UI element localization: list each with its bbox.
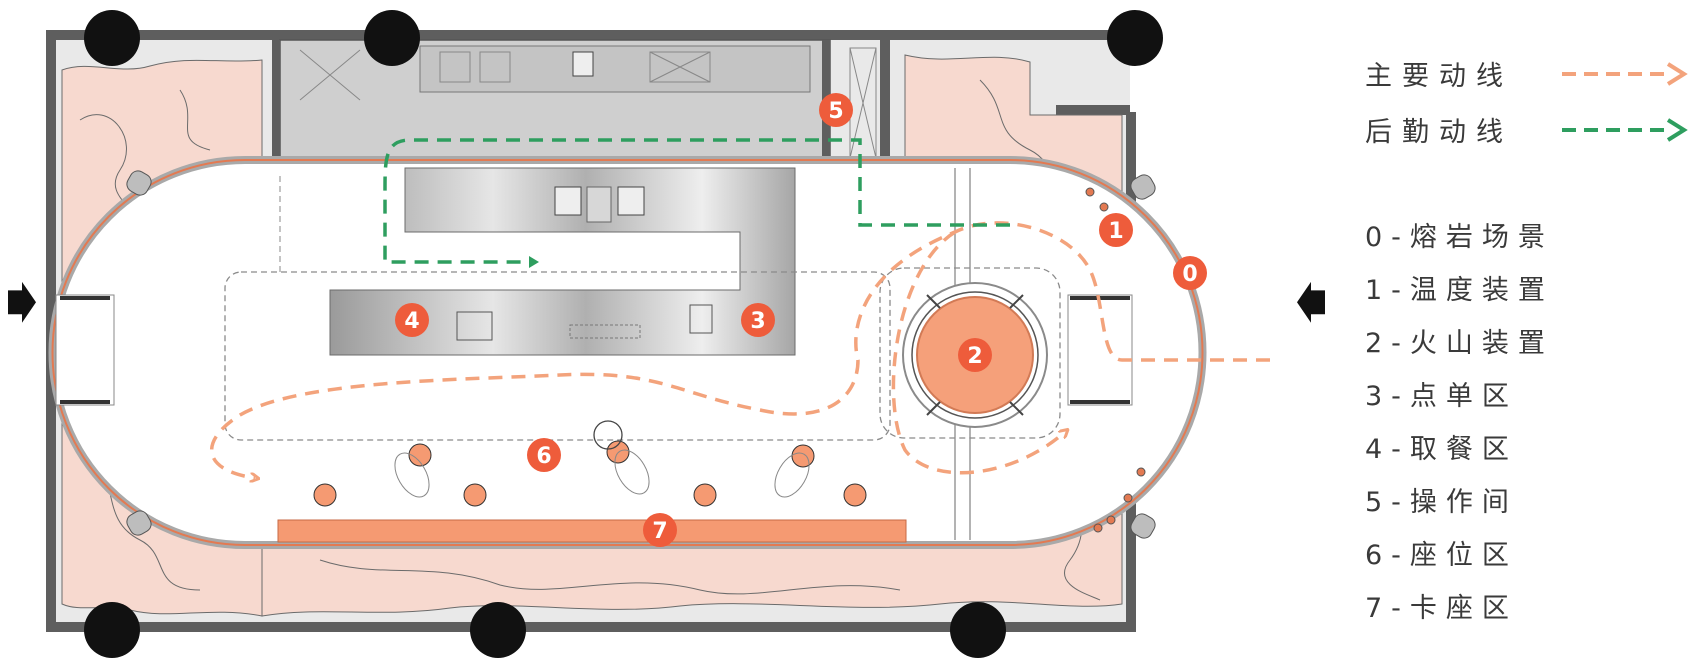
- entrance-arrow-icon: [8, 281, 36, 323]
- badge-3-label: 3: [750, 309, 765, 334]
- logistics-route-path: [383, 138, 1010, 268]
- legend-logistics-route-label: 后勤动线: [1365, 117, 1513, 148]
- entrance-corridor-east: [1067, 294, 1133, 406]
- entrance-corridor-west: [55, 294, 115, 406]
- logistics-route-arrow-icon: [1562, 118, 1688, 142]
- order-counter: [329, 167, 796, 356]
- badge-5-label: 5: [828, 99, 843, 124]
- badge-7: 7: [643, 513, 677, 547]
- north-wall: [46, 30, 1136, 40]
- seating-area: [313, 420, 867, 507]
- badge-0: 0: [1173, 256, 1207, 290]
- kitchen-counter: [419, 45, 811, 93]
- legend-main-route-label: 主要动线: [1365, 61, 1513, 92]
- badge-4-label: 4: [404, 309, 419, 334]
- badge-4: 4: [395, 303, 429, 337]
- structural-column-icon: [84, 10, 1163, 658]
- badge-6-label: 6: [536, 444, 551, 469]
- badge-0-label: 0: [1182, 262, 1197, 287]
- main-route-path: [210, 221, 1270, 478]
- key-item: 2-火山装置: [1365, 328, 1554, 359]
- main-route-loop: [891, 230, 1065, 475]
- south-wall: [46, 622, 1136, 632]
- key-item: 1-温度装置: [1365, 275, 1554, 306]
- legend-main-route: 主要动线: [1365, 54, 1688, 93]
- entrance-arrow-icon: [1297, 281, 1325, 323]
- badge-1: 1: [1099, 213, 1133, 247]
- floor-plan: 0 1 2 3 4 5 6 7: [8, 10, 1325, 658]
- key-item: 4-取餐区: [1365, 434, 1518, 465]
- key-item: 0-熔岩场景: [1365, 222, 1554, 253]
- badge-5: 5: [819, 93, 853, 127]
- legend: 主要动线 后勤动线 0-熔岩场景 1-温度装置 2-火山装置 3-点单区 4-取…: [1365, 0, 1695, 665]
- east-wall-notch: [1056, 105, 1136, 115]
- key-item: 5-操作间: [1365, 487, 1518, 518]
- badge-2-label: 2: [967, 344, 982, 369]
- bar-sink-icon: [554, 186, 582, 216]
- key-item: 7-卡座区: [1365, 593, 1518, 624]
- badge-7-label: 7: [652, 519, 667, 544]
- booth-seating: [277, 519, 907, 543]
- planter-icon: [126, 170, 1156, 539]
- badge-3: 3: [741, 303, 775, 337]
- key-item: 3-点单区: [1365, 381, 1518, 412]
- legend-logistics-route: 后勤动线: [1365, 110, 1688, 149]
- key-item: 6-座位区: [1365, 540, 1518, 571]
- main-route-arrow-icon: [1562, 62, 1688, 86]
- badge-6: 6: [527, 438, 561, 472]
- badge-2: 2: [958, 338, 992, 372]
- bar-sink-icon: [617, 186, 645, 216]
- badge-1-label: 1: [1108, 219, 1123, 244]
- kitchen-sink-icon: [572, 51, 594, 77]
